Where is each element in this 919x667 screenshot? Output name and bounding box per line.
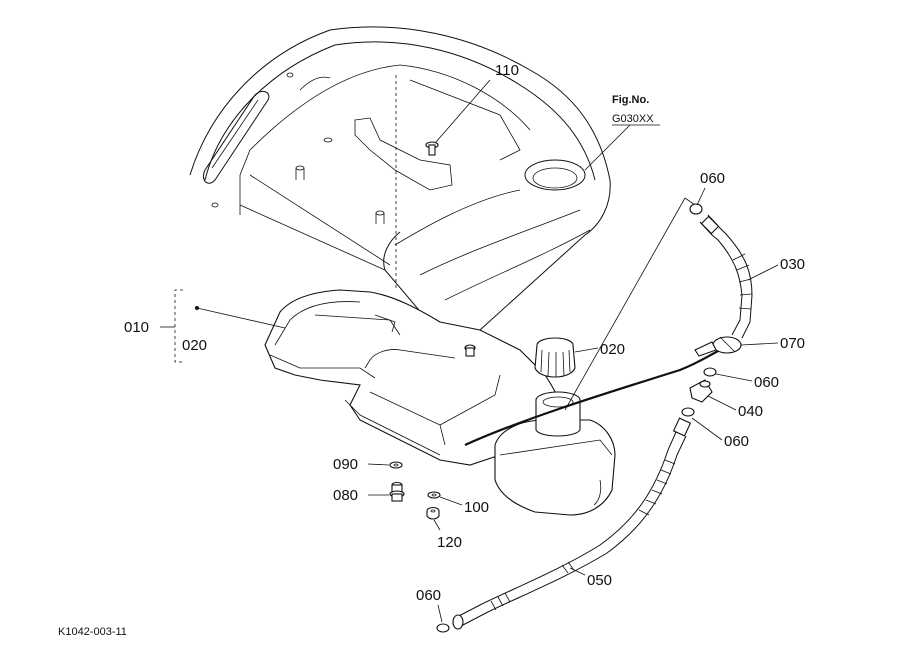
leader-060-bottom: [437, 604, 443, 623]
leader-030: [747, 264, 779, 281]
drawing-code: K1042-003-11: [58, 626, 127, 638]
leader-090: [367, 463, 390, 466]
leader-return-line: [564, 197, 686, 411]
callout-050: 050: [587, 572, 612, 589]
nut-120: [426, 506, 440, 520]
fig-no-label: Fig.No.: [612, 94, 649, 106]
clamp-060-mid: [703, 367, 717, 377]
callout-080: 080: [333, 487, 358, 504]
elbow-040: [689, 379, 713, 403]
washer-090: [389, 461, 403, 469]
callout-100: 100: [464, 499, 489, 516]
filler-neck: [535, 391, 581, 437]
callout-090: 090: [333, 456, 358, 473]
leader-010: [196, 307, 286, 329]
fuel-cap-020: [534, 337, 576, 378]
callout-030: 030: [780, 256, 805, 273]
callout-020-bracket: 020: [182, 337, 207, 354]
callout-120: 120: [437, 534, 462, 551]
screw-110: [425, 141, 439, 156]
callout-010: 010: [124, 319, 149, 336]
hose-030: [689, 203, 753, 339]
leader-040: [707, 395, 737, 411]
clamp-070: [694, 336, 742, 357]
callout-060-mid: 060: [754, 374, 779, 391]
hood-panel: [189, 26, 611, 339]
leader-050: [569, 567, 586, 576]
hose-050: [452, 417, 692, 630]
leader-060-low: [691, 417, 723, 441]
fig-no-value: G030XX: [612, 113, 654, 125]
leader-100: [439, 496, 463, 506]
return-hose: [464, 349, 721, 447]
fig-no-leader: [584, 124, 631, 171]
fuel-tank: [264, 289, 616, 516]
callout-020-cap: 020: [600, 341, 625, 358]
callout-040: 040: [738, 403, 763, 420]
leader-060-top: [696, 187, 706, 206]
callout-110: 110: [495, 62, 519, 79]
clamp-060-low: [681, 407, 695, 417]
leader-060-mid: [715, 373, 753, 382]
callout-060-bottom: 060: [416, 587, 441, 604]
bracket-010-020: [160, 289, 183, 363]
leader-070: [740, 342, 779, 346]
leader-120: [433, 519, 441, 531]
leader-020-cap: [574, 347, 599, 353]
callout-060-low: 060: [724, 433, 749, 450]
clamp-060-bottom: [436, 623, 450, 633]
washer-100: [427, 491, 441, 499]
leader-110: [435, 79, 491, 143]
callout-070: 070: [780, 335, 805, 352]
drain-plug-080: [389, 481, 405, 502]
callout-060-top: 060: [700, 170, 725, 187]
